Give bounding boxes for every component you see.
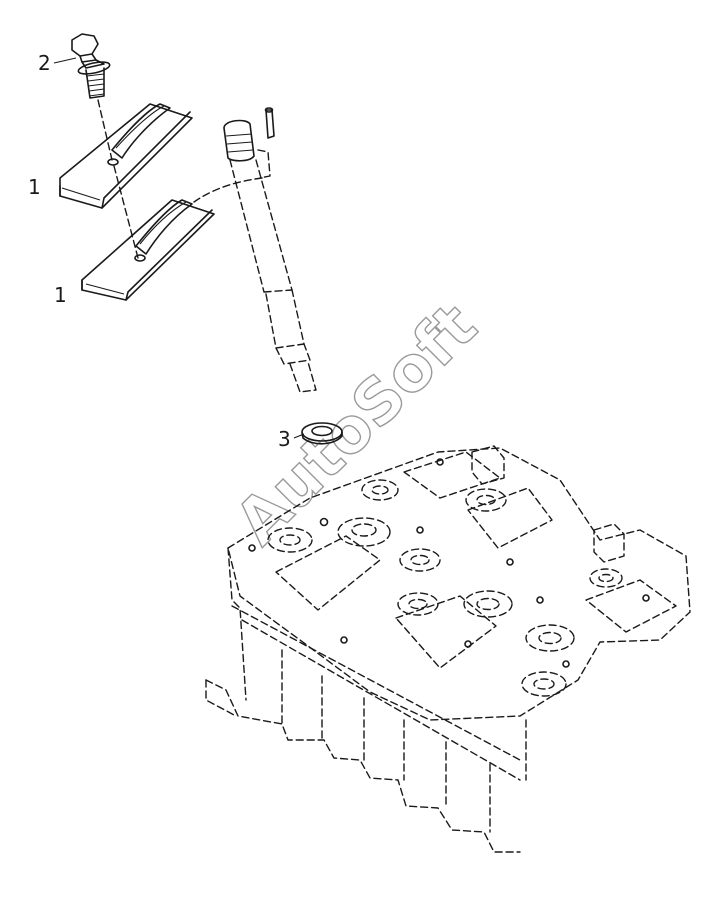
clamp-upper: [59, 103, 193, 209]
cylinder-head: [205, 445, 691, 853]
sealing-washer: [301, 422, 343, 445]
clamp-lower: [81, 199, 215, 301]
bolt-axis-line: [97, 99, 113, 161]
callouts: 2 1 1 3: [28, 51, 305, 451]
callout-clamp-lower: 1: [54, 283, 67, 307]
callout-bolt: 2: [38, 51, 51, 75]
callout-washer: 3: [278, 427, 291, 451]
clamp-alignment-line: [113, 165, 139, 259]
clamp-bolt: [71, 33, 111, 99]
callout-clamp-upper: 1: [28, 175, 41, 199]
fuel-injector: [193, 107, 317, 393]
